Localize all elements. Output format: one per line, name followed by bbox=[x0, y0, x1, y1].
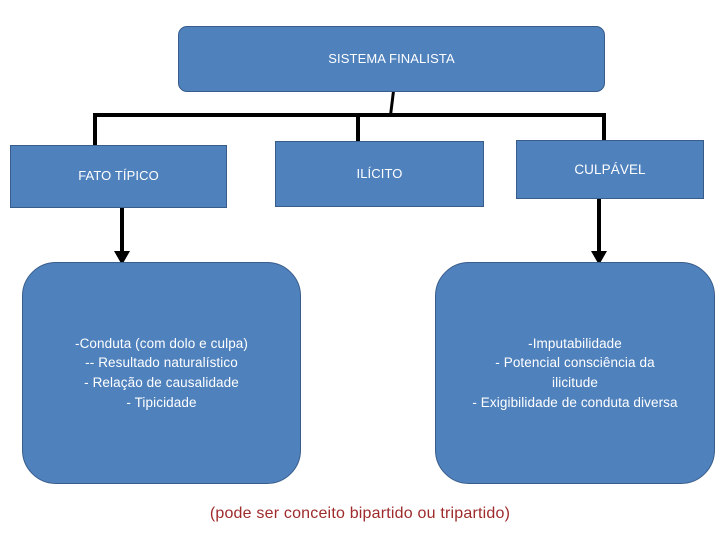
node-ilicito: ILÍCITO bbox=[275, 141, 484, 207]
node-sistema-finalista: SISTEMA FINALISTA bbox=[178, 26, 605, 92]
arrow-head-icon bbox=[591, 251, 607, 265]
node-fato-tipico-elements: -Conduta (com dolo e culpa) -- Resultado… bbox=[22, 262, 301, 484]
node-label: -Conduta (com dolo e culpa) -- Resultado… bbox=[74, 335, 249, 410]
arrow-shaft bbox=[597, 198, 601, 253]
node-label: ILÍCITO bbox=[356, 165, 403, 181]
node-label: FATO TÍPICO bbox=[78, 168, 159, 184]
connector-drop-fato-tipico bbox=[93, 113, 97, 147]
arrow-culpavel-to-detail bbox=[591, 198, 607, 265]
node-label: SISTEMA FINALISTA bbox=[328, 50, 455, 66]
arrow-shaft bbox=[120, 207, 124, 253]
node-culpabilidade-elements: -Imputabilidade - Potencial consciência … bbox=[435, 262, 715, 484]
arrow-head-icon bbox=[114, 251, 130, 265]
arrow-fato-tipico-to-detail bbox=[114, 207, 130, 265]
connector-drop-ilicito bbox=[356, 113, 360, 143]
node-label: CULPÁVEL bbox=[574, 161, 646, 177]
node-label: -Imputabilidade - Potencial consciência … bbox=[472, 335, 678, 410]
connector-drop-culpavel bbox=[602, 113, 606, 142]
node-culpavel: CULPÁVEL bbox=[516, 140, 704, 199]
connector-horizontal-bus bbox=[93, 113, 606, 117]
diagram-caption: (pode ser conceito bipartido ou triparti… bbox=[209, 505, 511, 522]
node-fato-tipico: FATO TÍPICO bbox=[10, 145, 227, 208]
